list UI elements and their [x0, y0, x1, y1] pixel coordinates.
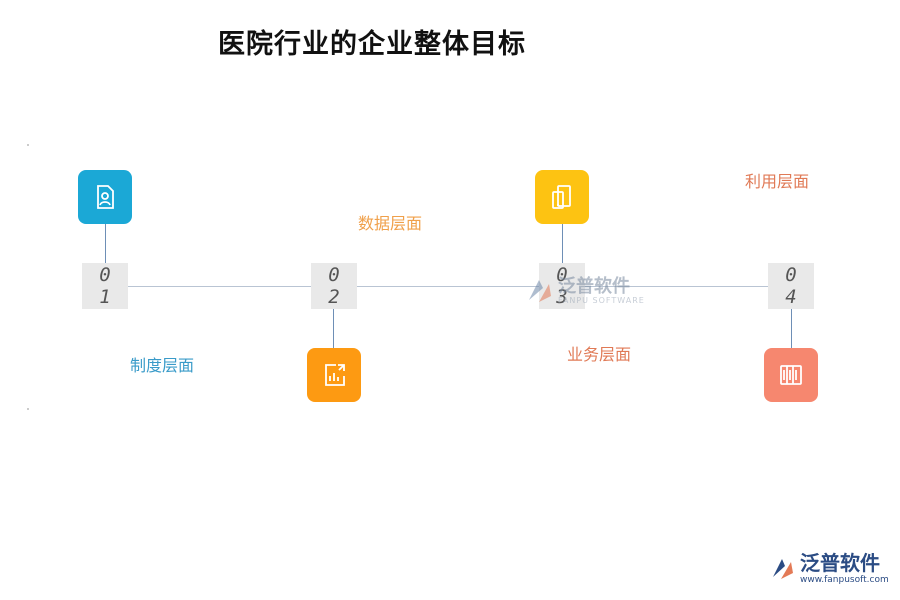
step-1-stem	[105, 224, 106, 264]
page-title: 医院行业的企业整体目标	[218, 29, 526, 60]
footer-logo-url: www.fanpusoft.com	[800, 575, 889, 585]
step-1-number-top: 0	[99, 264, 111, 286]
timeline-line	[105, 286, 791, 287]
watermark-cn: 泛普软件	[558, 275, 630, 297]
watermark-en: FANPU SOFTWARE	[558, 295, 645, 305]
step-2-number-top: 0	[328, 264, 340, 286]
footer-logo: 泛普软件 www.fanpusoft.com	[770, 553, 889, 585]
step-4-stem	[791, 309, 792, 349]
chart-share-icon	[307, 348, 361, 402]
step-2-number-bottom: 2	[328, 286, 340, 308]
step-2-label: 数据层面	[358, 214, 423, 233]
step-1-number-bottom: 1	[99, 286, 111, 308]
step-4-number-top: 0	[785, 264, 797, 286]
step-1-label: 制度层面	[130, 356, 195, 375]
book-columns-icon	[764, 348, 818, 402]
step-4-number-bottom: 4	[785, 286, 797, 308]
document-person-icon	[78, 170, 132, 224]
step-3-number-bottom: 3	[556, 286, 568, 308]
fanpu-footer-logo-icon	[773, 559, 793, 579]
footer-logo-cn: 泛普软件	[800, 551, 880, 575]
step-2-stem	[333, 309, 334, 349]
step-1-number: 0 1	[82, 263, 128, 309]
step-3-stem	[562, 224, 563, 264]
fanpu-watermark: 泛普软件 FANPU SOFTWARE	[525, 276, 645, 306]
step-3-number: 0 3	[539, 263, 585, 309]
edge-tick	[27, 408, 29, 410]
step-3-number-top: 0	[556, 264, 568, 286]
step-3-label: 业务层面	[567, 345, 632, 364]
step-4-number: 0 4	[768, 263, 814, 309]
tablet-icon	[535, 170, 589, 224]
step-4-label: 利用层面	[745, 172, 810, 191]
step-2-number: 0 2	[311, 263, 357, 309]
fanpu-logo-icon	[529, 280, 551, 302]
edge-tick	[27, 144, 29, 146]
